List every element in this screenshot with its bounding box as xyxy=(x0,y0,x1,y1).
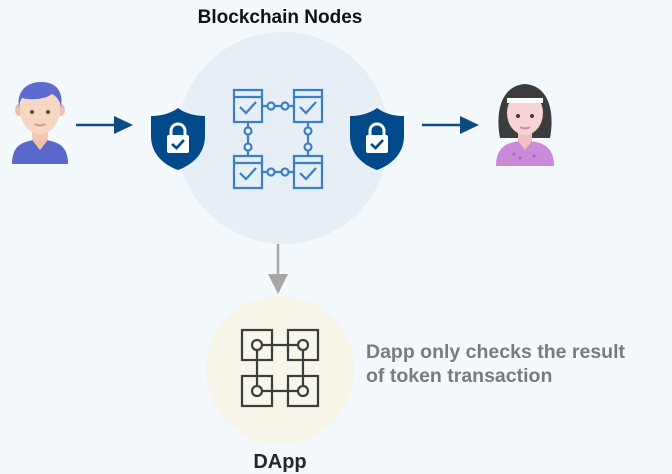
right-shield-lock-icon xyxy=(350,108,404,170)
dapp-label: DApp xyxy=(253,451,307,473)
woman-avatar-icon xyxy=(496,84,554,166)
arrow-shield-to-user xyxy=(422,116,479,134)
arrow-user-to-shield xyxy=(76,116,133,134)
dapp-note-line-1: Dapp only checks the result xyxy=(366,341,625,363)
diagram-title: Blockchain Nodes xyxy=(197,7,363,28)
arrow-nodes-to-dapp xyxy=(268,244,288,294)
man-avatar-icon xyxy=(12,82,68,164)
left-shield-lock-icon xyxy=(151,108,205,170)
dapp-note: Dapp only checks the result of token tra… xyxy=(366,340,666,388)
dapp-blocks-icon xyxy=(240,328,320,408)
dapp-circle xyxy=(206,296,354,444)
blockchain-ledger-icon xyxy=(232,88,324,190)
dapp-note-line-2: of token transaction xyxy=(366,365,553,387)
